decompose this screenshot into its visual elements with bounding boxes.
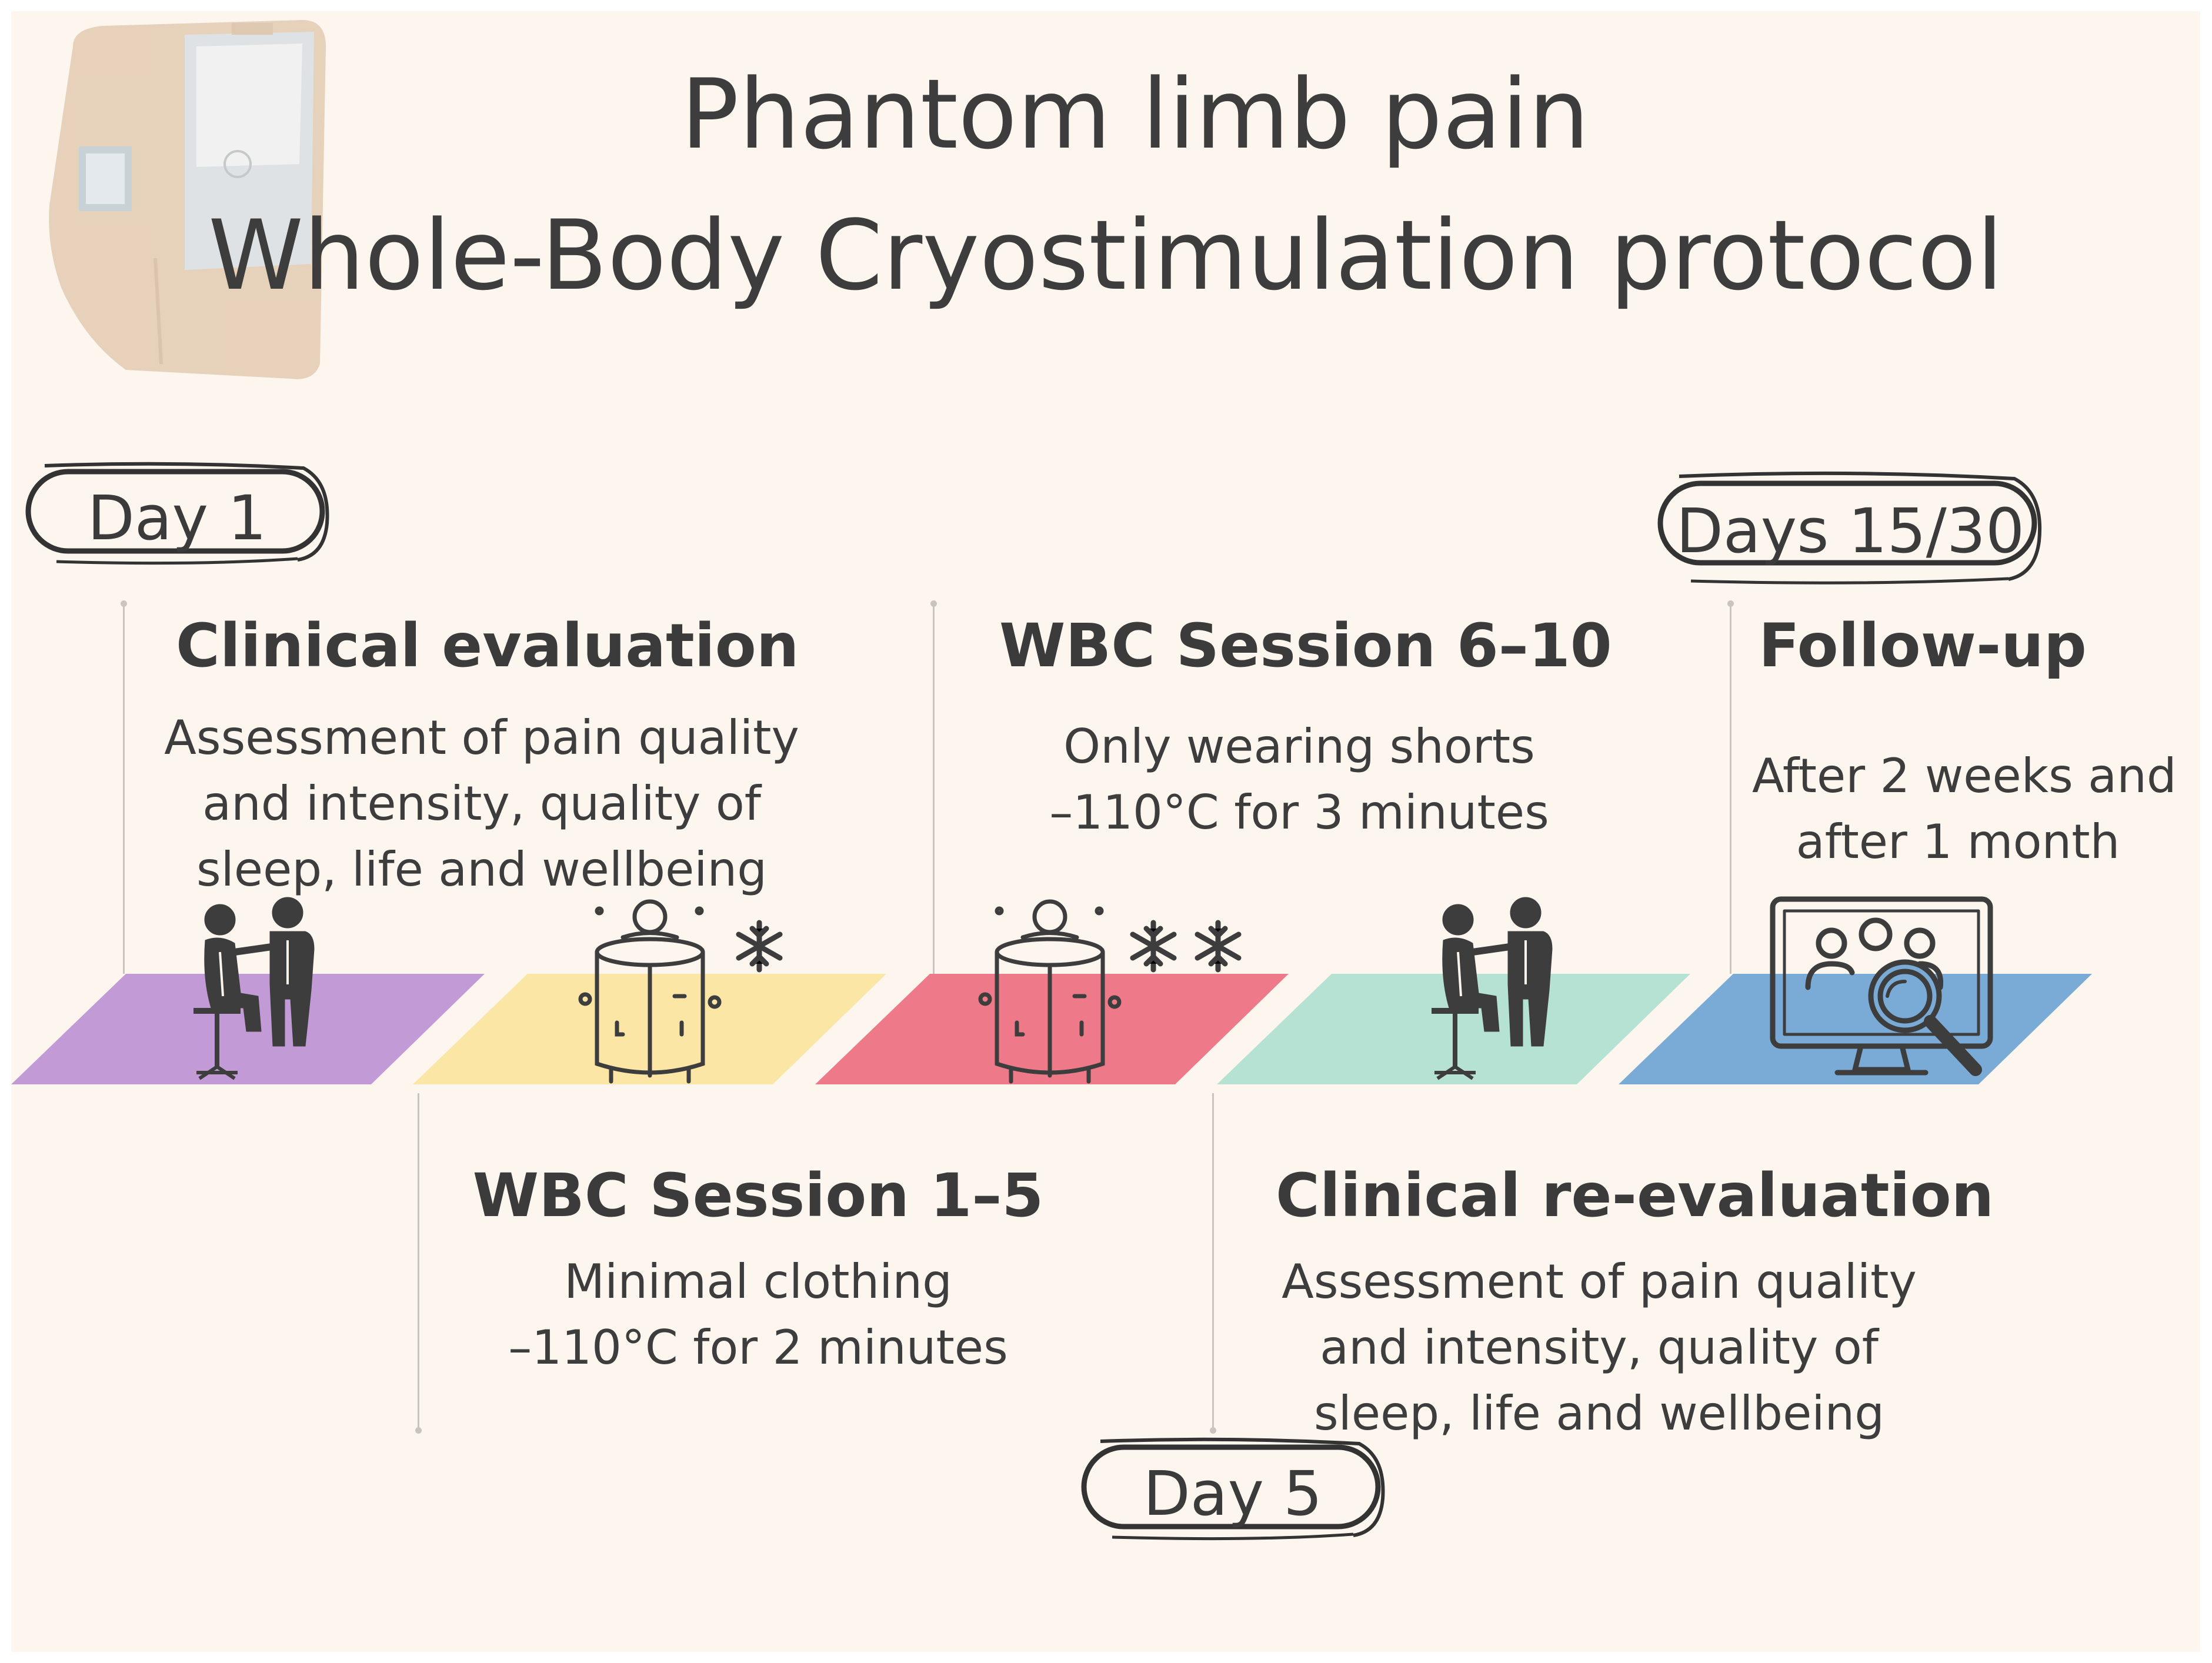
consultation-icon [193, 897, 315, 1080]
step-1-description: Assessment of pain quality and intensity… [164, 705, 799, 903]
day-1-label: Day 1 [87, 482, 267, 554]
step-1-line-2: and intensity, quality of [202, 776, 761, 831]
title-line-1: Phantom limb pain [680, 58, 1590, 171]
canvas: Phantom limb pain Whole-Body Cryostimula… [11, 11, 2200, 1652]
step-5-line-2: after 1 month [1796, 814, 2120, 869]
connector-line [415, 1093, 422, 1434]
connector-line [930, 600, 937, 974]
step-2-description: Minimal clothing –110°C for 2 minutes [458, 1249, 1058, 1381]
days-15-30-label: Days 15/30 [1676, 495, 2025, 567]
step-4-heading: Clinical re-evaluation [1276, 1161, 1994, 1231]
step-2-line-2: –110°C for 2 minutes [508, 1320, 1008, 1375]
step-2-heading: WBC Session 1–5 [472, 1161, 1044, 1231]
title-line-2: Whole-Body Cryostimulation protocol [208, 199, 2004, 312]
step-3-line-1: Only wearing shorts [1063, 719, 1535, 774]
video-call-icon [1770, 896, 1993, 1076]
step-1-line-1: Assessment of pain quality [164, 710, 799, 765]
connector-line [121, 600, 127, 974]
step-3-description: Only wearing shorts –110°C for 3 minutes [999, 714, 1599, 846]
snowflake-icon [1130, 920, 1177, 973]
days-15-30-badge: Days 15/30 [1656, 459, 2045, 588]
step-1-line-3: sleep, life and wellbeing [196, 842, 767, 897]
day-5-badge: Day 5 [1077, 1434, 1389, 1543]
cryo-chamber-icon [578, 899, 783, 1084]
day-1-badge: Day 1 [21, 459, 333, 567]
step-5-heading: Follow-up [1759, 611, 2087, 681]
cryo-chamber-icon [978, 899, 1242, 1084]
snowflake-icon [736, 920, 783, 973]
step-2-line-1: Minimal clothing [564, 1254, 952, 1309]
step-3-line-2: –110°C for 3 minutes [1049, 785, 1549, 840]
badge-outline [25, 462, 329, 565]
badge-outline [1657, 471, 2042, 585]
step-3-heading: WBC Session 6–10 [999, 611, 1612, 681]
snowflake-icon [1195, 920, 1242, 973]
consultation-icon [1432, 897, 1553, 1080]
step-4-line-2: and intensity, quality of [1320, 1320, 1879, 1375]
step-5-description: After 2 weeks and after 1 month [1752, 743, 2177, 875]
badge-outline [1081, 1437, 1385, 1541]
step-4-line-3: sleep, life and wellbeing [1314, 1386, 1884, 1441]
step-5-line-1: After 2 weeks and [1752, 749, 2177, 803]
timeline-segment-5 [1619, 974, 2092, 1084]
day-5-label: Day 5 [1143, 1458, 1323, 1530]
step-1-heading: Clinical evaluation [176, 611, 799, 681]
cryo-cabin-image [49, 20, 326, 379]
connector-line [1210, 1093, 1216, 1434]
step-4-description: Assessment of pain quality and intensity… [1276, 1249, 1923, 1447]
connector-line [1727, 600, 1734, 974]
step-4-line-1: Assessment of pain quality [1282, 1254, 1917, 1309]
